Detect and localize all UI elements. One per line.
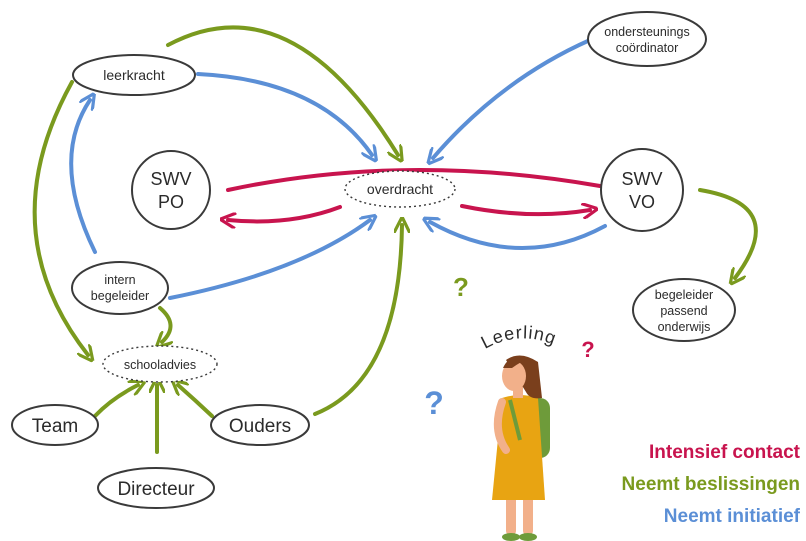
node-ouders: Ouders	[210, 404, 310, 446]
beslissingen-arrows	[32, 25, 758, 454]
green-leerkracht-schooladvies	[32, 80, 88, 355]
node-team: Team	[11, 404, 99, 446]
node-directeur: Directeur	[97, 467, 215, 509]
blue-intern-overdracht	[168, 220, 370, 300]
red-arrow-to-vo	[460, 206, 590, 214]
node-ondersteunings-coordinator: ondersteunings coördinator	[587, 11, 707, 67]
legend-intensief-contact: Intensief contact	[649, 442, 800, 463]
overdracht-label: overdracht	[367, 181, 433, 197]
swv-po-label-line2: PO	[158, 192, 184, 212]
node-begeleider-passend-onderwijs: begeleider passend onderwijs	[632, 278, 736, 342]
legend-neemt-initiatief: Neemt initiatief	[663, 506, 800, 527]
begeleider-label-line3: onderwijs	[658, 320, 711, 334]
swv-vo-label-line2: VO	[629, 192, 655, 212]
node-schooladvies: schooladvies	[102, 345, 218, 383]
ouders-label: Ouders	[229, 416, 291, 437]
leerling-label: Leerling	[478, 322, 560, 352]
green-team-schooladvies	[93, 385, 138, 418]
question-mark-green: ?	[453, 272, 469, 302]
leerkracht-label: leerkracht	[103, 67, 165, 83]
green-vo-begeleider	[698, 188, 758, 278]
directeur-label: Directeur	[117, 479, 195, 500]
node-swv-vo: SWV VO	[600, 148, 684, 232]
begeleider-label-line1: begeleider	[655, 288, 713, 302]
initiatief-arrows	[69, 38, 607, 300]
node-intern-begeleider: intern begeleider	[71, 261, 169, 315]
intensief-contact-arrows	[226, 167, 602, 221]
ondersteunings-label-line1: ondersteunings	[604, 25, 689, 39]
node-swv-po: SWV PO	[131, 150, 211, 230]
node-overdracht: overdracht	[344, 170, 456, 208]
ondersteunings-label-line2: coördinator	[616, 41, 679, 55]
student-figure-icon	[492, 355, 550, 541]
question-mark-blue: ?	[424, 385, 444, 421]
blue-intern-leerkracht	[69, 100, 97, 254]
schooladvies-label: schooladvies	[124, 358, 196, 372]
intern-label-line1: intern	[104, 273, 135, 287]
blue-leerkracht-overdracht	[196, 72, 372, 155]
node-leerkracht: leerkracht	[72, 54, 196, 96]
intern-label-line2: begeleider	[91, 289, 149, 303]
red-arrow-to-po	[228, 205, 342, 221]
green-ouders-schooladvies	[178, 385, 214, 418]
green-intern-schooladvies	[160, 306, 171, 342]
swv-vo-label-line1: SWV	[621, 169, 662, 189]
red-arc-po-vo	[226, 167, 602, 192]
blue-vo-overdracht	[430, 222, 607, 250]
begeleider-label-line2: passend	[660, 304, 707, 318]
green-ouders-overdracht	[313, 225, 402, 416]
blue-ondersteunings-overdracht	[433, 38, 592, 158]
green-leerkracht-overdracht	[166, 25, 398, 155]
question-mark-red: ?	[581, 337, 594, 362]
legend-neemt-beslissingen: Neemt beslissingen	[621, 474, 800, 495]
swv-po-label-line1: SWV	[150, 169, 191, 189]
team-label: Team	[32, 416, 78, 437]
